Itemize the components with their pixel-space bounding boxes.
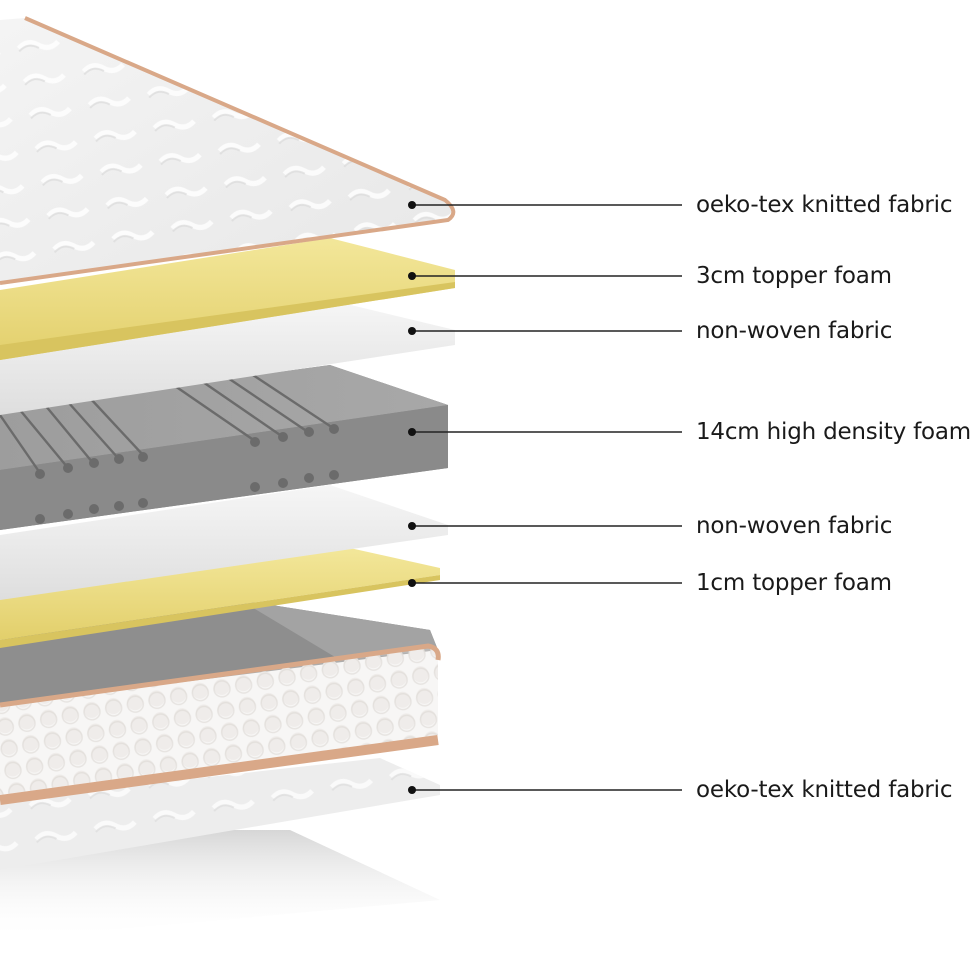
layer-1cm-topper-foam [0,548,440,648]
label-14cm-high-density-foam: 14cm high density foam [696,419,970,445]
callout-dots [408,201,416,794]
label-oeko-tex-bottom: oeko-tex knitted fabric [696,777,953,803]
label-non-woven-upper: non-woven fabric [696,318,893,344]
label-1cm-topper-foam: 1cm topper foam [696,570,892,596]
floor-shadow [0,830,440,940]
label-oeko-tex-top: oeko-tex knitted fabric [696,192,953,218]
label-3cm-topper-foam: 3cm topper foam [696,263,892,289]
layer-14cm-foam [0,365,448,530]
layer-bottom-knitted-fabric [0,758,440,870]
layer-lower-non-woven [0,485,448,600]
label-non-woven-lower: non-woven fabric [696,513,893,539]
layer-top-knitted-fabric [0,16,456,285]
layer-upper-non-woven [0,300,455,415]
callout-lines [412,204,682,791]
layer-3cm-topper-foam [0,238,455,360]
